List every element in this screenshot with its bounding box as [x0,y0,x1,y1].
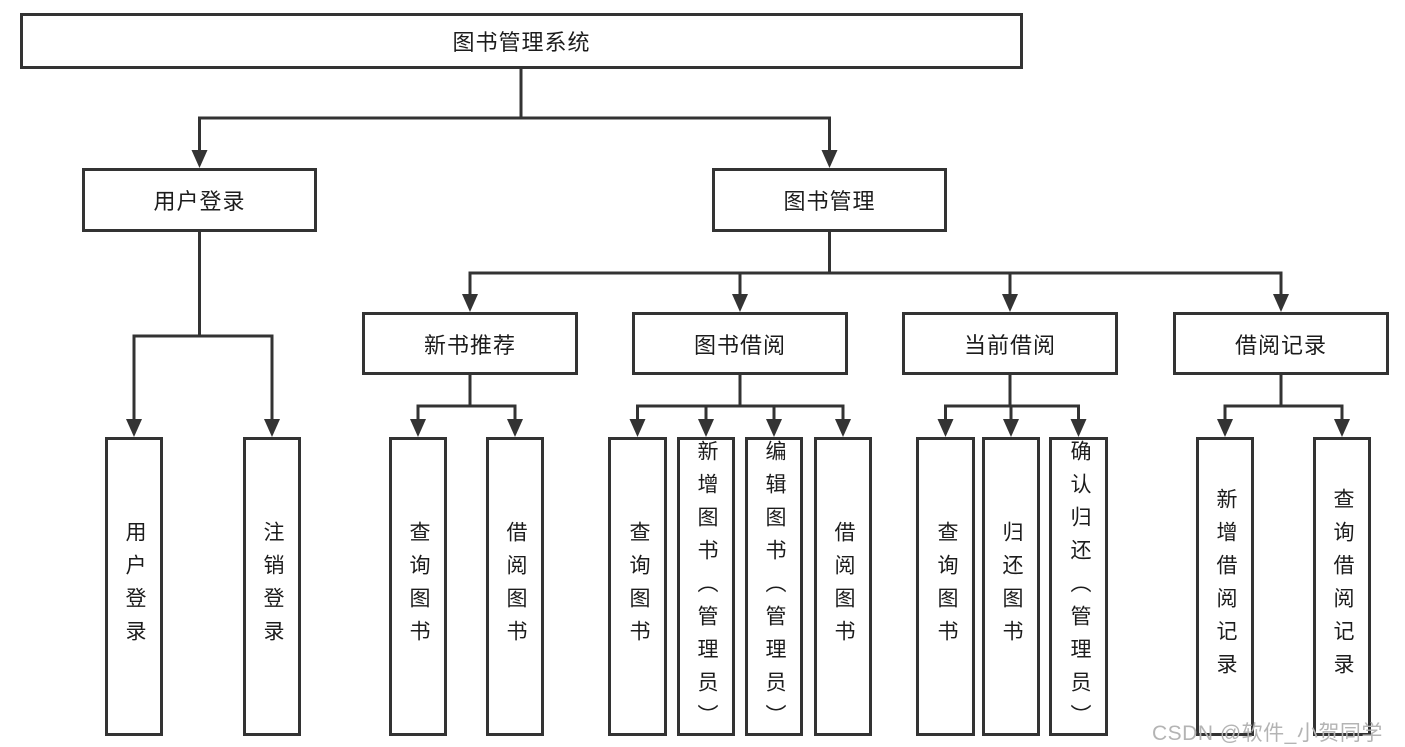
node-current-borrowing: 当前借阅 [902,312,1118,375]
leaf-query-books-current: 查询图书 [916,437,975,736]
leaf-edit-book-admin: 编辑图书（管理员） [745,437,803,737]
node-book-borrowing: 图书借阅 [632,312,848,375]
node-book-management: 图书管理 [712,168,947,232]
node-new-book-recommendation: 新书推荐 [362,312,578,375]
node-user-login: 用户登录 [82,168,317,232]
watermark-text: CSDN @软件_小贺同学 [1152,722,1383,745]
leaf-borrow-books-recommend: 借阅图书 [486,437,544,736]
leaf-return-books: 归还图书 [982,437,1040,736]
leaf-add-borrow-record: 新增借阅记录 [1196,437,1254,736]
leaf-confirm-return-admin: 确认归还（管理员） [1049,437,1108,737]
leaf-query-books-recommend: 查询图书 [389,437,447,736]
leaf-borrow-books-borrowing: 借阅图书 [814,437,872,736]
leaf-logout: 注销登录 [243,437,301,736]
node-borrowing-records: 借阅记录 [1173,312,1389,375]
leaf-query-borrow-record: 查询借阅记录 [1313,437,1371,736]
node-library-management-system: 图书管理系统 [20,13,1023,69]
leaf-query-books-borrowing: 查询图书 [608,437,667,736]
leaf-add-book-admin: 新增图书（管理员） [677,437,735,737]
leaf-user-login: 用户登录 [105,437,163,736]
